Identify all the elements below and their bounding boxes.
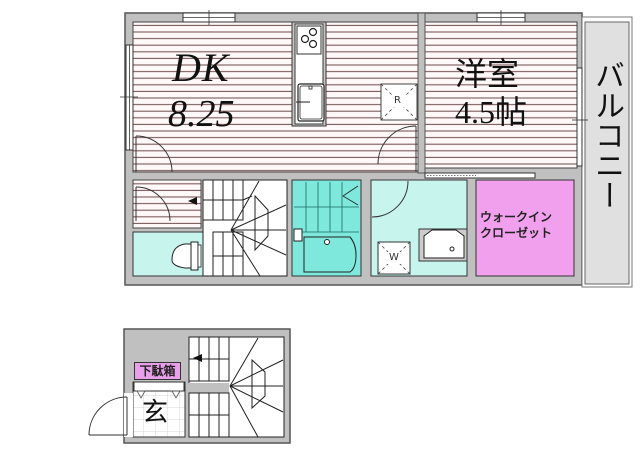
window-western-top — [476, 10, 526, 25]
window-western-right — [572, 67, 588, 167]
closet-door-rail — [424, 172, 536, 179]
bathroom — [291, 179, 362, 277]
vanity-sink-icon — [418, 228, 468, 262]
door-washroom — [371, 180, 409, 218]
window-dk-top — [182, 10, 236, 25]
bathtub-icon — [303, 236, 357, 273]
dk-room-floor — [132, 21, 419, 173]
dk-room-size: 8.25 — [168, 93, 235, 135]
partition-wall — [417, 12, 426, 174]
washing-machine-label: W — [389, 252, 399, 263]
entrance-area — [88, 381, 186, 438]
refrigerator-space — [380, 83, 418, 121]
toilet-room — [132, 231, 204, 277]
walk-in-closet — [475, 179, 575, 277]
balcony-label: バルコニー — [590, 60, 623, 210]
entrance-door — [88, 393, 133, 437]
window-dk-left — [120, 44, 138, 151]
western-room-name: 洋室 — [455, 56, 520, 92]
entrance-label: 玄 — [142, 398, 169, 428]
walk-in-closet-label: ウォークイン クローゼット — [480, 209, 552, 241]
sink-icon — [296, 83, 325, 122]
shoe-box-label: 下駄箱 — [134, 362, 181, 380]
western-room-size: 4.5帖 — [455, 94, 528, 130]
walk-in-closet-label-line2: クローゼット — [480, 226, 553, 241]
stove-icon — [296, 25, 322, 55]
staircase-upper — [202, 179, 288, 277]
stair-arrow-icon — [188, 197, 197, 205]
washroom — [370, 179, 468, 277]
toilet-icon — [171, 241, 202, 271]
refrigerator-label: R — [394, 95, 401, 106]
walk-in-closet-label-line1: ウォークイン — [480, 210, 553, 224]
washing-machine-space — [377, 241, 411, 275]
door-hall — [135, 186, 171, 222]
door-dk-left — [135, 135, 173, 173]
faucet-icon — [293, 228, 303, 242]
western-room-floor — [424, 21, 578, 169]
door-dk-right — [377, 125, 417, 172]
kitchen-counter — [291, 21, 327, 127]
balcony-area — [581, 16, 633, 288]
dk-room-name: DK — [172, 45, 230, 90]
stair-arrow-lower-icon — [193, 354, 202, 362]
staircase-lower — [185, 336, 285, 438]
